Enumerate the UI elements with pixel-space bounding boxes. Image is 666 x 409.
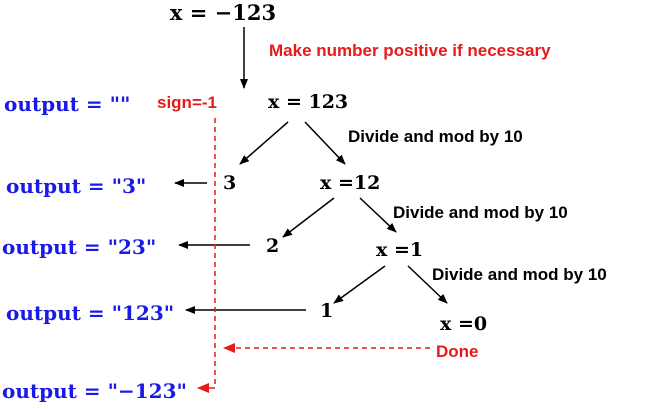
arrow-to-x-0 — [407, 265, 448, 304]
arrow-to-x-1 — [359, 197, 397, 233]
arrow-to-x-12 — [304, 121, 346, 165]
arrow-to-digit-1 — [333, 265, 386, 304]
node-x-123: x = 123 — [268, 91, 348, 113]
node-x-start: x = −123 — [170, 0, 276, 25]
arrow-to-digit-2 — [282, 197, 335, 238]
output-step-0: output = "" — [4, 92, 130, 116]
sign-label: sign=-1 — [157, 93, 217, 112]
annotation-divide-3: Divide and mod by 10 — [432, 265, 607, 284]
annotation-make-positive: Make number positive if necessary — [269, 41, 551, 60]
node-x-12: x =12 — [320, 172, 380, 194]
node-digit-2: 2 — [266, 235, 279, 257]
annotation-divide-1: Divide and mod by 10 — [348, 127, 523, 146]
node-digit-3: 3 — [223, 172, 236, 194]
output-step-4: output = "−123" — [2, 379, 187, 403]
node-x-1: x =1 — [376, 239, 423, 261]
arrow-to-digit-3 — [239, 121, 289, 165]
output-step-2: output = "23" — [2, 235, 156, 259]
node-x-0: x =0 — [440, 313, 487, 335]
output-step-1: output = "3" — [6, 174, 146, 198]
node-digit-1: 1 — [320, 300, 333, 322]
output-step-3: output = "123" — [6, 301, 174, 325]
annotation-done: Done — [436, 342, 479, 361]
annotation-divide-2: Divide and mod by 10 — [393, 203, 568, 222]
